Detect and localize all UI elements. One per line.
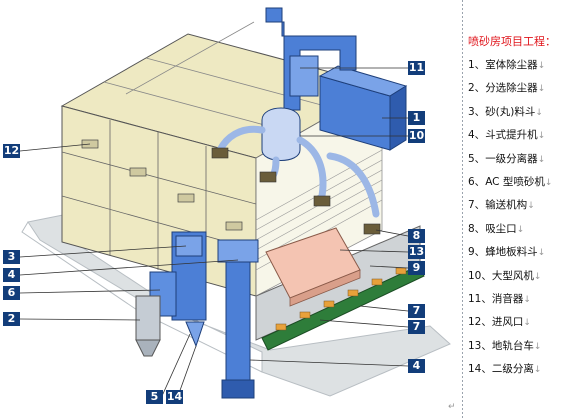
legend-list: 1、室体除尘器↓ 2、分选除尘器↓ 3、砂(丸)料斗↓ 4、斗式提升机↓ 5、一级分离器… [468, 54, 564, 381]
callout-7-upper: 7 [408, 304, 425, 318]
legend-item: 10、大型风机↓ [468, 269, 542, 282]
legend-item-text: 地轨台车 [491, 339, 534, 352]
legend-item-number: 8、 [468, 222, 486, 235]
legend-item: 3、砂(丸)料斗↓ [468, 105, 543, 118]
legend-item-number: 7、 [468, 199, 486, 212]
legend-title: 喷砂房项目工程： [468, 35, 556, 48]
legend-item-number: 2、 [468, 82, 486, 95]
legend-item: 6、AC 型喷砂机↓ [468, 175, 553, 188]
legend-item: 14、二级分离↓ [468, 363, 542, 376]
separation-dust-collector-cone [135, 339, 161, 357]
conveyor-rollers [275, 267, 407, 331]
callout-7-lower: 7 [408, 320, 425, 334]
legend-item: 4、斗式提升机↓ [468, 129, 546, 142]
suction-pipes [216, 125, 380, 218]
callout-11: 11 [408, 61, 425, 75]
legend-item: 5、一级分离器↓ [468, 152, 546, 165]
legend-item-text: 分选除尘器 [485, 82, 538, 95]
callout-14: 14 [166, 390, 183, 404]
legend-item: 7、输送机构↓ [468, 199, 535, 212]
callout-4-right: 4 [408, 359, 425, 373]
callout-10: 10 [408, 129, 425, 143]
bucket-elevator-head [217, 239, 259, 263]
legend-item-number: 13、 [468, 339, 492, 352]
legend-item: 8、吸尘口↓ [468, 222, 525, 235]
fan-housing [261, 107, 301, 161]
legend-item-text: AC 型喷砂机 [485, 175, 545, 188]
sandblasting-room-diagram [19, 7, 451, 399]
conveyor-belt [261, 265, 425, 351]
legend-item: 11、消音器↓ [468, 292, 531, 305]
left-wall-frame [61, 120, 257, 284]
legend-item-number: 6、 [468, 175, 486, 188]
legend-item-number: 10、 [468, 269, 492, 282]
ground-slab-edge [21, 221, 263, 373]
legend-item-text: 蜂地板料斗 [485, 246, 538, 259]
legend-item-number: 4、 [468, 129, 486, 142]
callout-3: 3 [3, 250, 20, 264]
legend-item-number: 12、 [468, 316, 492, 329]
legend-item-number: 14、 [468, 363, 492, 376]
callout-6: 6 [3, 286, 20, 300]
paragraph-return-mark: ↵ [448, 402, 456, 412]
callout-9: 9 [408, 261, 425, 275]
bucket-elevator-boot [221, 379, 255, 399]
legend-item-number: 1、 [468, 59, 486, 71]
callout-1: 1 [408, 111, 425, 125]
legend: 喷砂房项目工程： 1、室体除尘器↓ 2、分选除尘器↓ 3、砂(丸)料斗↓ 4、斗式提升… [468, 30, 564, 381]
bucket-elevator [225, 245, 251, 397]
legend-item-text: 输送机构 [485, 199, 528, 212]
legend-item: 1、室体除尘器↓ [468, 59, 546, 71]
leader-lines [19, 67, 409, 397]
legend-item-text: 消音器 [491, 292, 524, 305]
legend-item-text: 吸尘口 [485, 222, 517, 235]
callout-4-left: 4 [3, 268, 20, 282]
legend-item-text: 大型风机 [491, 269, 534, 282]
silencer [289, 55, 319, 97]
legend-item-number: 3、 [468, 105, 486, 118]
legend-item-text: 进风口 [491, 316, 524, 329]
legend-item: 2、分选除尘器↓ [468, 82, 546, 95]
abrasive-hopper [175, 235, 203, 257]
legend-item-text: 室体除尘器 [485, 59, 538, 71]
callout-5: 5 [146, 390, 163, 404]
rail-cart-side [289, 269, 361, 307]
callout-2: 2 [3, 312, 20, 326]
callout-13: 13 [408, 245, 425, 259]
callout-8: 8 [408, 229, 425, 243]
secondary-separator [185, 321, 205, 348]
legend-item-number: 9、 [468, 246, 486, 259]
callout-12: 12 [3, 144, 20, 158]
legend-separator [462, 0, 463, 418]
legend-item: 12、进风口↓ [468, 316, 531, 329]
separation-dust-collector [135, 295, 161, 341]
legend-item-number: 5、 [468, 152, 486, 165]
legend-item-number: 11、 [468, 292, 492, 305]
exhaust-duct [265, 7, 357, 111]
legend-item-text: 一级分离器 [485, 152, 538, 165]
suction-inlets [211, 147, 381, 235]
legend-item: 9、蜂地板料斗↓ [468, 246, 546, 259]
legend-item: 13、地轨台车↓ [468, 339, 542, 352]
legend-item-text: 砂(丸)料斗 [485, 105, 536, 118]
legend-item-text: 二级分离 [491, 363, 534, 376]
legend-item-text: 斗式提升机 [485, 129, 538, 142]
